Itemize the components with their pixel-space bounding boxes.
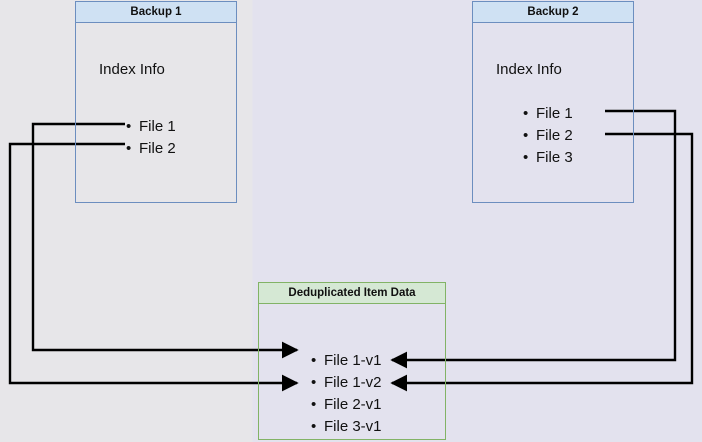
box-backup-2-body: Index Info File 1 File 2 File 3 (472, 23, 634, 203)
box-backup-2[interactable]: Backup 2 Index Info File 1 File 2 File 3 (472, 1, 634, 203)
list-item[interactable]: File 2 (126, 138, 176, 160)
dedup-file-list: File 1-v1 File 1-v2 File 2-v1 File 3-v1 (308, 350, 381, 438)
box-backup-2-header: Backup 2 (472, 1, 634, 23)
box-backup-1[interactable]: Backup 1 Index Info File 1 File 2 (75, 1, 237, 203)
list-item[interactable]: File 1 (523, 103, 573, 125)
list-item[interactable]: File 1-v1 (311, 350, 381, 372)
list-item[interactable]: File 3 (523, 147, 573, 169)
backup-2-file-list: File 1 File 2 File 3 (520, 103, 573, 169)
list-item[interactable]: File 2 (523, 125, 573, 147)
list-item[interactable]: File 1-v2 (311, 372, 381, 394)
backup-1-file-list: File 1 File 2 (123, 116, 176, 160)
box-deduplicated-item-data[interactable]: Deduplicated Item Data File 1-v1 File 1-… (258, 282, 446, 440)
box-backup-1-body: Index Info File 1 File 2 (75, 23, 237, 203)
list-item[interactable]: File 1 (126, 116, 176, 138)
list-item[interactable]: File 3-v1 (311, 416, 381, 438)
list-item[interactable]: File 2-v1 (311, 394, 381, 416)
box-backup-1-header: Backup 1 (75, 1, 237, 23)
backup-1-index-info-label: Index Info (99, 61, 165, 78)
box-deduplicated-item-data-body: File 1-v1 File 1-v2 File 2-v1 File 3-v1 (258, 304, 446, 440)
box-deduplicated-item-data-header: Deduplicated Item Data (258, 282, 446, 304)
backup-2-index-info-label: Index Info (496, 61, 562, 78)
